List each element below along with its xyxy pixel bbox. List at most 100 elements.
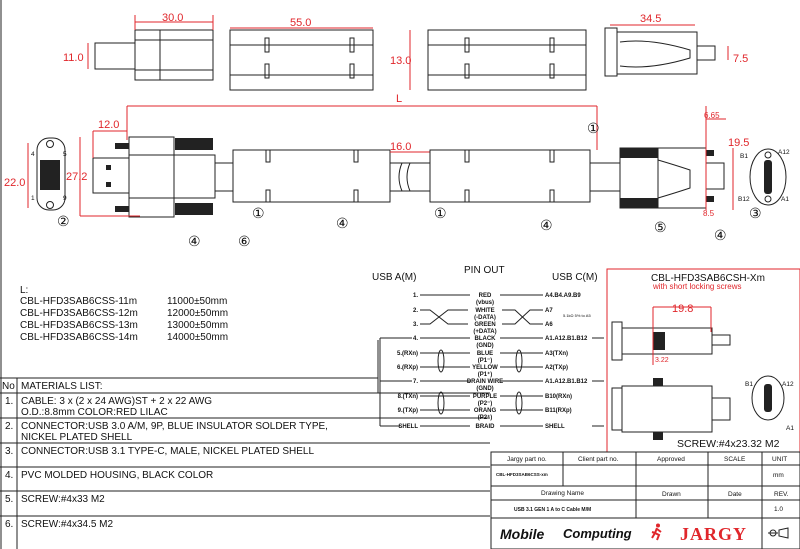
dim-top-c-h: 7.5 — [733, 53, 748, 65]
pin-c-label: A1.A12.B1.B12 — [545, 379, 588, 385]
wire-signal: (P2⁺) — [478, 414, 493, 421]
wire-signal: (P1⁺) — [478, 371, 493, 378]
materials-header: MATERIALS LIST: — [21, 381, 103, 392]
pin-label-b1: B1 — [740, 153, 748, 160]
approved-label: Approved — [657, 456, 685, 463]
jargy-part-value: CBL-HFD3SAB6CSS-xm — [496, 472, 548, 477]
drawing-name: USB 3.1 GEN 1 A to C Cable M/M — [514, 507, 591, 513]
callout-6: ⑥ — [238, 233, 251, 249]
rev-value: 1.0 — [774, 506, 783, 513]
wire-cross — [420, 309, 468, 325]
wire-signal: (vbus) — [476, 300, 494, 306]
callout-5: ⑤ — [654, 219, 667, 235]
top-view-usb-c: 34.5 7.5 — [604, 13, 748, 77]
dim-c-height: 19.5 — [728, 137, 749, 149]
unit-label: UNIT — [772, 456, 787, 463]
wire-color: WHITE — [475, 308, 494, 314]
dim-top-seg-h: 13.0 — [390, 55, 411, 67]
material-desc: PVC MOLDED HOUSING, BLACK COLOR — [21, 470, 213, 481]
callout-1: ① — [252, 205, 265, 221]
length-list: L: CBL-HFD3SAB6CSS-11m 11000±50mm CBL-HF… — [20, 285, 228, 343]
dim-mid-cable: 16.0 — [390, 141, 411, 153]
projection-symbol-icon — [768, 527, 789, 539]
pin-c-label: A7 — [545, 308, 553, 314]
pin-label-4: 4 — [31, 151, 35, 158]
length-value: 13000±50mm — [167, 320, 228, 331]
variant-dim-len: 19.8 — [672, 303, 693, 315]
dim-top-seg-len: 55.0 — [290, 17, 311, 29]
material-no: 1. — [5, 396, 13, 407]
overall-length-dimension: L — [126, 93, 598, 150]
dim-overall-l: L — [396, 93, 402, 105]
material-no: 2. — [5, 421, 13, 432]
material-desc: SCREW:#4x33 M2 — [21, 494, 105, 505]
wire-signal: (P2⁻) — [478, 401, 493, 407]
wire-color: ORANG — [474, 408, 497, 414]
length-value: 12000±50mm — [167, 308, 228, 319]
pin-c-label: SHELL — [545, 424, 565, 430]
callout-4: ④ — [540, 217, 553, 233]
wire-color: BLUE — [477, 351, 493, 357]
wire-color: DRAIN WIRE — [467, 379, 503, 385]
material-desc: SCREW:#4x34.5 M2 — [21, 519, 114, 530]
pin-a-label: SHELL — [398, 424, 418, 430]
dim-top-a-h: 11.0 — [63, 52, 84, 64]
material-no: 5. — [5, 494, 13, 505]
pin-a-label: 1. — [413, 293, 418, 299]
callout-2: ② — [57, 213, 70, 229]
pin-label-5: 5 — [63, 151, 67, 158]
wire-cross — [502, 309, 543, 325]
pin-c-label: B10(RXn) — [545, 394, 572, 400]
pin-label-b12: B12 — [738, 196, 750, 203]
callout-4: ④ — [188, 233, 201, 249]
pin-label-b1: B1 — [745, 381, 753, 388]
material-desc: CONNECTOR:USB 3.0 A/M, 9P, BLUE INSULATO… — [21, 421, 328, 432]
pin-a-label: 8.(TXn) — [398, 394, 418, 400]
wire-color: BRAID — [476, 424, 496, 430]
material-no: 6. — [5, 519, 13, 530]
variant-subtitle: with short locking screws — [652, 282, 741, 291]
company-logos: Mobile Computing JARGY — [500, 523, 789, 544]
pinout-title: PIN OUT — [464, 265, 505, 276]
dim-c-screw: 8.5 — [703, 209, 715, 218]
length-part: CBL-HFD3SAB6CSS-14m — [20, 332, 138, 343]
dim-top-a-len: 30.0 — [162, 12, 183, 24]
callout-1: ① — [587, 120, 600, 136]
pinout: PIN OUT USB A(M) USB C(M) 1.RED(vbus)A4.… — [372, 265, 604, 430]
length-part: CBL-HFD3SAB6CSS-12m — [20, 308, 138, 319]
top-view-usb-a: 30.0 11.0 — [63, 12, 214, 81]
dim-a-plug: 12.0 — [98, 119, 119, 131]
usb-a-face-view: 22.0 4 5 1 9 — [4, 137, 67, 211]
variant-title: CBL-HFD3SAB6CSH-Xm — [651, 273, 765, 284]
dim-top-c-len: 34.5 — [640, 13, 661, 25]
variant-dim-h: 3.22 — [655, 357, 669, 364]
usb-c-connector: 6.65 19.5 8.5 — [619, 106, 749, 218]
material-desc: CONNECTOR:USB 3.1 TYPE-C, MALE, NICKEL P… — [21, 446, 314, 457]
length-part: CBL-HFD3SAB6CSS-13m — [20, 320, 138, 331]
wire-color: RED — [479, 293, 492, 299]
jargy-part-label: Jargy part no. — [507, 456, 547, 463]
length-value: 14000±50mm — [167, 332, 228, 343]
wire-color: BLACK — [475, 336, 497, 342]
wire-color: PURPLE — [473, 394, 497, 400]
variant-box: CBL-HFD3SAB6CSH-Xm with short locking sc… — [606, 268, 800, 453]
pin-label-9: 9 — [63, 195, 67, 202]
materials-no-header: No — [2, 381, 15, 392]
scale-label: SCALE — [724, 456, 746, 463]
pinout-right-title: USB C(M) — [552, 272, 598, 283]
drawn-label: Drawn — [662, 491, 681, 498]
usb-a-connector: 12.0 27.2 — [66, 119, 216, 218]
pin-a-label: 9.(TXp) — [398, 408, 418, 414]
cable-main: 16.0 — [214, 141, 623, 203]
unit-value: mm — [773, 472, 784, 479]
length-part: CBL-HFD3SAB6CSS-11m — [20, 296, 137, 307]
pinout-note: 5.1kΩ 5% to A5 — [563, 313, 591, 318]
material-no: 4. — [5, 470, 13, 481]
wire-cross — [420, 309, 468, 325]
twisted-pair-marker — [437, 391, 445, 415]
pin-a-label: 7. — [413, 379, 418, 385]
pin-c-label: A4.B4.A9.B9 — [545, 293, 581, 299]
material-desc: O.D.:8.8mm COLOR:RED LILAC — [21, 407, 168, 418]
wire-signal: (GND) — [476, 343, 493, 349]
